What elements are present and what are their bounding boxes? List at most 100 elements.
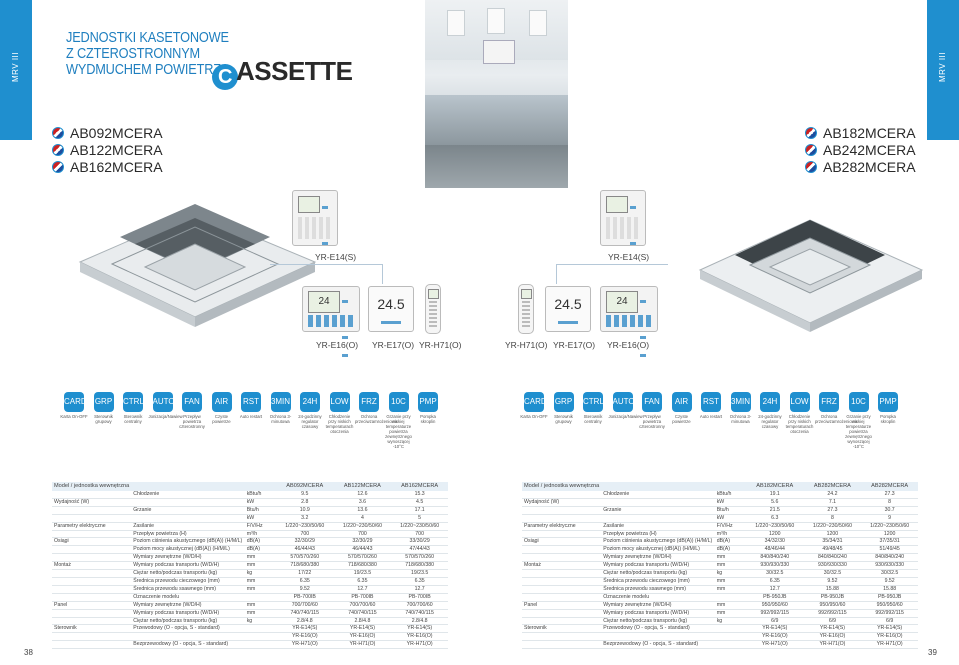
table-cell (52, 514, 132, 523)
table-cell: 992/992/115 (803, 609, 862, 618)
table-cell (601, 514, 715, 523)
table-cell (714, 632, 746, 642)
feature-label: 24-godzinny regulator czasowy (298, 414, 322, 429)
table-cell: 9.52 (861, 577, 918, 586)
table-row: Poziom mocy akustycznej (dB(A)) (H/M/L)d… (522, 545, 918, 555)
table-cell (522, 617, 602, 626)
table-cell: Parametry elektryczne (522, 522, 602, 531)
table-cell (601, 632, 715, 642)
flag-icon (805, 126, 817, 139)
table-cell: 930/930/330 (745, 561, 804, 571)
table-cell: 6/9 (861, 617, 918, 626)
table-cell (522, 640, 602, 650)
controller-label: YR-H71(O) (419, 340, 462, 350)
remote-yr-h71-left (425, 284, 441, 334)
page-title: JEDNOSTKI KASETONOWE Z CZTEROSTRONNYM WY… (66, 30, 266, 78)
table-cell: 9.5 (275, 491, 334, 499)
feature-icon: 3MIN (730, 392, 751, 412)
side-label-right: MRV III (938, 52, 947, 83)
table-cell: Grzanie (601, 506, 715, 515)
table-row: Bezprzewodowy (O - opcja, S - standard)Y… (52, 640, 448, 650)
table-cell: kW (244, 498, 276, 507)
flag-icon (805, 143, 817, 156)
table-cell: kBtu/h (244, 491, 276, 499)
table-cell: mm (714, 577, 746, 586)
table-cell (52, 640, 132, 650)
model-item: AB122MCERA (52, 141, 163, 158)
flag-icon (52, 126, 64, 139)
table-cell: Ciężar netto/podczas transportu (kg) (601, 569, 715, 578)
feature-icon: RST (241, 392, 261, 412)
table-header-cell (131, 482, 245, 491)
table-cell: mm (714, 553, 746, 563)
table-cell: 740/740/115 (275, 609, 334, 618)
table-cell: 6.35 (275, 577, 334, 586)
table-cell: Btu/h (244, 506, 276, 515)
table-cell: mm (244, 553, 276, 563)
table-cell: 8 (803, 514, 862, 523)
table-cell: 992/992/115 (745, 609, 804, 618)
table-cell: 1/220~230/50/60 (745, 522, 804, 531)
table-cell: F/V/Hz (244, 522, 276, 531)
table-cell: 1/220~230/50/60 (333, 522, 392, 531)
table-cell: Grzanie (131, 506, 245, 515)
table-cell: PB-950JB (745, 593, 804, 602)
table-cell: Wydajność (W) (522, 498, 602, 507)
feature-icon: AUTO (612, 392, 635, 412)
table-cell: PB-700IB (391, 593, 448, 602)
table-row: Bezprzewodowy (O - opcja, S - standard)Y… (522, 640, 918, 650)
table-cell: 570/570/260 (333, 553, 392, 563)
table-cell: 32/30/29 (275, 537, 334, 547)
table-cell: 570/570/260 (275, 553, 334, 563)
table-cell: 17.1 (391, 506, 448, 515)
table-cell: 19/23.5 (333, 569, 392, 578)
table-cell (522, 506, 602, 515)
table-cell: Parametry elektryczne (52, 522, 132, 531)
table-cell: Poziom mocy akustycznej (dB(A)) (H/M/L) (601, 545, 715, 555)
controller-label: YR-E17(O) (372, 340, 415, 350)
brand-c-icon: C (212, 64, 238, 90)
table-cell: YR-E16(O) (803, 632, 862, 642)
feature-icon: CTRL (123, 392, 144, 412)
office-photo (425, 0, 568, 188)
title-line: Z CZTEROSTRONNYM (66, 45, 200, 62)
table-cell (52, 585, 132, 594)
table-cell: dB(A) (714, 537, 746, 547)
table-row: YR-E16(O)YR-E16(O)YR-E16(O) (522, 632, 918, 642)
table-header-cell: Model / jednostka wewnętrzna (522, 482, 602, 491)
table-cell: Btu/h (714, 506, 746, 515)
table-cell: dB(A) (244, 545, 276, 555)
table-cell: 15.88 (861, 585, 918, 594)
table-cell (52, 553, 132, 563)
table-cell: Wymiary zewnętrzne (W/D/H) (131, 553, 245, 563)
table-cell (52, 569, 132, 578)
table-cell: 1200 (745, 530, 804, 539)
table-header-cell: AB092MCERA (275, 482, 334, 491)
feature-icon: 10C (848, 392, 869, 412)
table-cell: 21.5 (745, 506, 804, 515)
flag-icon (805, 160, 817, 173)
side-tab-right: MRV III (927, 0, 959, 140)
table-header-cell: AB282MCERA (861, 482, 918, 491)
feature-label: Ochrona 3-minutowa (269, 414, 292, 424)
table-row: Poziom mocy akustycznej (dB(A)) (H/M/L)d… (52, 545, 448, 555)
table-header-cell: AB182MCERA (745, 482, 804, 491)
page-number-right: 39 (928, 648, 937, 657)
table-cell: Oznaczenie modelu (131, 593, 245, 602)
table-cell: 27.3 (803, 506, 862, 515)
